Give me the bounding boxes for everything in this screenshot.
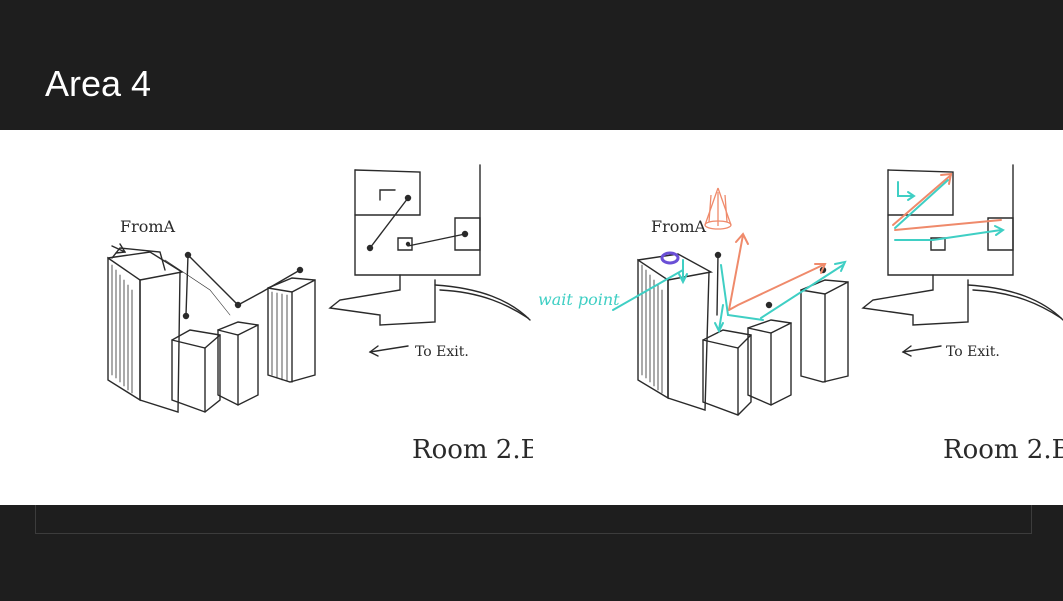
- sketch-panel-right: FromA wait point To Exit. Room 2.B: [533, 130, 1063, 505]
- sketch-drawing-left: FromA To Exit. Room 2.B: [107, 164, 533, 465]
- sketch-drawing-right: FromA wait point To Exit. Room 2.B: [538, 164, 1063, 465]
- exit-label-left: To Exit.: [415, 344, 469, 360]
- header-bar: Area 4: [0, 0, 1063, 130]
- from-label-left: FromA: [120, 217, 176, 236]
- exit-label-right: To Exit.: [946, 344, 1000, 360]
- sketch-panel-left: FromA To Exit. Room 2.B: [0, 130, 533, 505]
- room-label-left: Room 2.B: [412, 435, 533, 465]
- room-label-right: Room 2.B: [943, 435, 1063, 465]
- content-frame: [35, 495, 1032, 534]
- wait-point-label: wait point: [538, 290, 620, 309]
- from-label-right: FromA: [651, 217, 707, 236]
- wait-point-marker: [660, 251, 680, 265]
- page-title: Area 4: [45, 63, 152, 104]
